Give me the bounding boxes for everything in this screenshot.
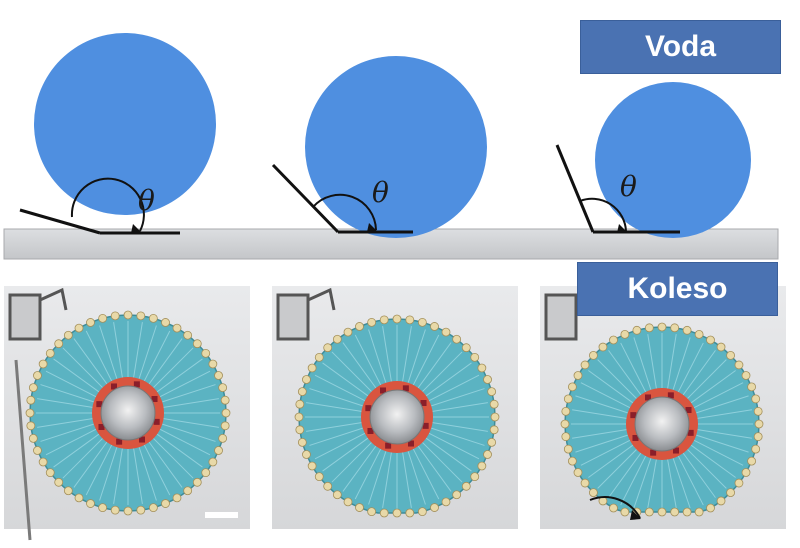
contact-line [271, 163, 340, 234]
droplet-2: θ [271, 56, 487, 238]
hub [369, 389, 425, 445]
arc-arrowhead [617, 224, 627, 233]
wheel-spokes [571, 333, 753, 509]
hub [634, 396, 690, 452]
angle-arc [589, 496, 641, 519]
wheel-spokes [305, 325, 489, 509]
test-rig [8, 287, 68, 541]
droplet-3: θ [555, 82, 751, 238]
rim-beads [560, 322, 764, 517]
spoked-wheel-icon [560, 322, 764, 517]
hub [100, 385, 156, 441]
angle-arc [70, 177, 145, 232]
angle-arc [312, 193, 377, 231]
wheel-spokes [36, 321, 220, 505]
hub-bolts [630, 392, 694, 456]
spoked-wheel-icon [25, 310, 231, 516]
hub-bolts [96, 381, 160, 445]
hub-bolts [365, 385, 429, 449]
water-droplet-icon [595, 82, 751, 238]
theta-label: θ [620, 170, 637, 203]
contact-line [555, 144, 595, 233]
arc-arrowhead [630, 510, 641, 520]
arc-arrowhead [131, 224, 141, 233]
angle-arc [579, 197, 627, 232]
wheel-photo-2 [272, 286, 518, 529]
wheel-label: Koleso [577, 262, 778, 316]
test-rig [276, 287, 336, 341]
spoked-wheel-icon [294, 314, 500, 518]
theta-label: θ [372, 176, 389, 209]
theta-label: θ [138, 184, 155, 217]
arc-arrowhead [367, 223, 377, 232]
scale-bar [205, 512, 238, 518]
water-droplet-icon [305, 56, 487, 238]
wheel-photo-3 [540, 286, 786, 529]
rim-beads [294, 314, 500, 518]
wheel-photo-1 [4, 286, 250, 541]
droplet-1: θ [19, 33, 216, 235]
rim-beads [25, 310, 231, 516]
contact-line [19, 208, 101, 235]
water-label: Voda [580, 20, 781, 74]
water-droplet-icon [34, 33, 216, 215]
